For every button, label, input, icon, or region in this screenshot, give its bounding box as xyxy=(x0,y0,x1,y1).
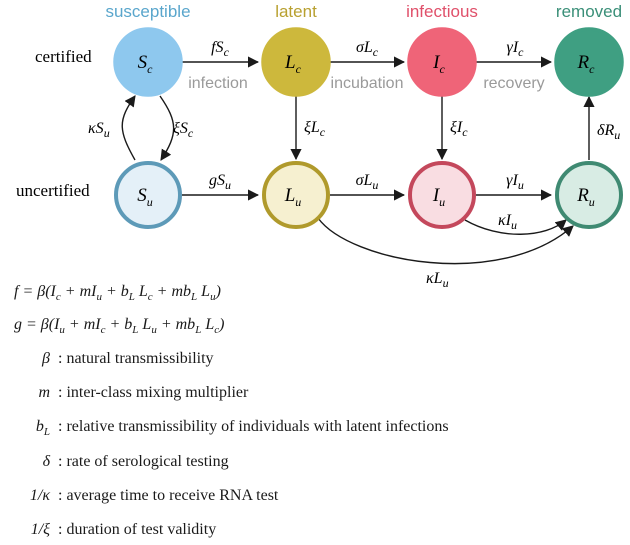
rate-sigmaLc: σLc xyxy=(356,39,379,59)
rate-xiIc: ξIc xyxy=(450,119,468,139)
legend-symbol: bL xyxy=(35,418,50,439)
rate-xiSc: ξSc xyxy=(173,120,194,140)
svg-text:Ru: Ru xyxy=(576,185,595,209)
arrow-Iu-Ru-kappa xyxy=(464,219,567,235)
rate-gammaIc: γIc xyxy=(507,39,525,59)
rate-gSu: gSu xyxy=(209,172,231,192)
arrow-Sc-Su xyxy=(159,95,175,161)
node-Sc: Sc xyxy=(113,27,183,97)
svg-text:Rc: Rc xyxy=(577,52,596,76)
legend-symbol: β xyxy=(42,350,50,367)
header-infectious: infectious xyxy=(406,2,478,21)
row-label-uncertified: uncertified xyxy=(16,181,90,200)
legend-row: δ : rate of serological testing xyxy=(0,453,229,471)
node-Su: Su xyxy=(114,161,182,229)
header-removed: removed xyxy=(556,2,622,21)
legend-row: bL : relative transmissibility of indivi… xyxy=(0,418,449,438)
svg-text:Ic: Ic xyxy=(432,52,445,76)
legend-row: 1/κ : average time to receive RNA test xyxy=(0,487,278,505)
arrow-Lu-Ru-kappa xyxy=(317,217,574,265)
rate-kappaLu: κLu xyxy=(426,270,449,290)
legend-symbol: δ xyxy=(42,453,50,470)
equation-f: f = β(Ic + mIu + bL Lc + mbL Lu) xyxy=(14,283,221,304)
label-recovery: recovery xyxy=(483,75,544,92)
node-Lc: Lc xyxy=(261,27,331,97)
node-Rc: Rc xyxy=(554,27,624,97)
svg-text:Sc: Sc xyxy=(138,52,154,76)
row-label-certified: certified xyxy=(35,47,92,66)
rate-xiLc: ξLc xyxy=(304,119,326,139)
legend-row: β : natural transmissibility xyxy=(0,350,214,368)
legend-row: 1/ξ : duration of test validity xyxy=(0,521,217,539)
rate-kappaSu: κSu xyxy=(88,120,110,140)
arrow-Su-Sc xyxy=(121,95,136,161)
legend-description: : rate of serological testing xyxy=(54,453,229,470)
rate-gammaIu: γIu xyxy=(506,172,524,192)
svg-text:Iu: Iu xyxy=(432,185,445,209)
legend-description: : average time to receive RNA test xyxy=(54,487,279,504)
node-Ic: Ic xyxy=(407,27,477,97)
rate-deltaRu: δRu xyxy=(597,122,620,142)
legend-description: : relative transmissibility of individua… xyxy=(54,418,449,435)
legend-symbol: m xyxy=(38,384,50,401)
transition-arrows xyxy=(121,56,595,265)
equation-g: g = β(Iu + mIc + bL Lu + mbL Lc) xyxy=(14,316,225,337)
legend-description: : duration of test validity xyxy=(54,521,217,538)
legend-symbol: 1/ξ xyxy=(30,521,50,538)
header-susceptible: susceptible xyxy=(105,2,190,21)
rate-kappaIu: κIu xyxy=(498,212,517,232)
rate-fSc: fSc xyxy=(211,39,229,59)
svg-text:Su: Su xyxy=(137,185,153,209)
label-incubation: incubation xyxy=(331,75,404,92)
label-infection: infection xyxy=(188,75,248,92)
node-Iu: Iu xyxy=(408,161,476,229)
legend-row: m : inter-class mixing multiplier xyxy=(0,384,248,402)
legend-description: : inter-class mixing multiplier xyxy=(54,384,249,401)
header-latent: latent xyxy=(275,2,317,21)
node-Ru: Ru xyxy=(555,161,623,229)
rate-sigmaLu: σLu xyxy=(356,172,379,192)
svg-text:Lu: Lu xyxy=(284,185,302,209)
svg-text:Lc: Lc xyxy=(284,52,302,76)
legend-description: : natural transmissibility xyxy=(54,350,214,367)
node-Lu: Lu xyxy=(262,161,330,229)
legend-symbol: 1/κ xyxy=(29,487,50,504)
